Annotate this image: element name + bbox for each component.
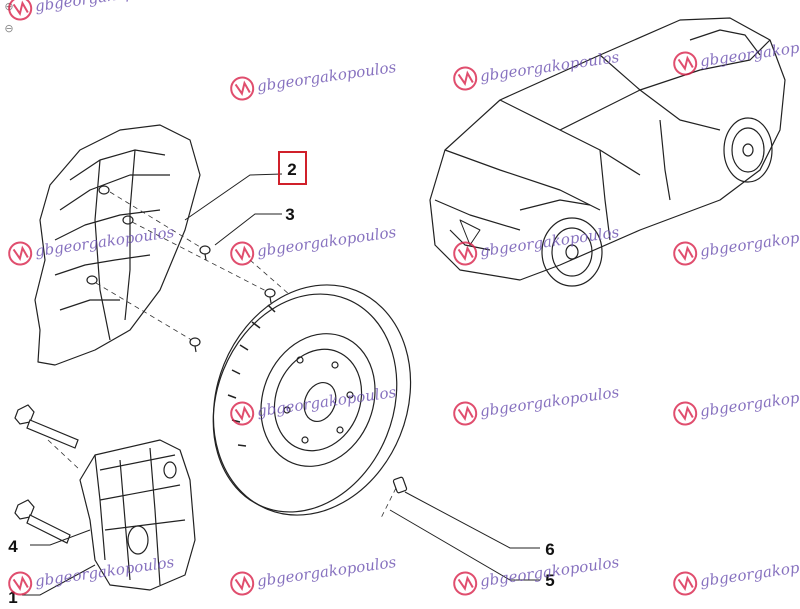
watermark-text: gbgeorgakopoulos — [479, 383, 621, 420]
brake-caliper-part — [79, 439, 196, 591]
car-illustration — [429, 17, 786, 287]
watermark-text: gbgeorgakopoulos — [699, 553, 800, 590]
watermark-logo: gbgeorgakopoulos — [673, 223, 800, 266]
alignment-lines — [47, 191, 401, 521]
callout-2[interactable]: 2 — [287, 160, 296, 179]
watermark-logo: gbgeorgakopoulos — [673, 383, 800, 426]
zoom-out-icon[interactable]: ⊖ — [4, 22, 14, 35]
watermark-text: gbgeorgakopoulos — [34, 0, 176, 15]
watermark-logo: gbgeorgakopoulos — [453, 48, 621, 91]
callout-1[interactable]: 1 — [8, 588, 17, 607]
watermark-logo: gbgeorgakopoulos — [230, 223, 398, 266]
caliper-bolt-upper — [14, 404, 79, 449]
watermark-logo: gbgeorgakopoulos — [673, 553, 800, 596]
callout-5[interactable]: 5 — [545, 571, 554, 590]
watermark-text: gbgeorgakopoulos — [699, 223, 800, 260]
watermark-logo: gbgeorgakopoulos — [453, 223, 621, 266]
callout-3[interactable]: 3 — [285, 205, 294, 224]
callout-2-highlight-box — [278, 151, 307, 185]
watermark-logo: gbgeorgakopoulos — [453, 383, 621, 426]
watermark-text: gbgeorgakopoulos — [256, 553, 398, 590]
watermark-logo: gbgeorgakopoulos — [453, 553, 621, 596]
watermark-text: gbgeorgakopoulos — [479, 48, 621, 85]
watermark-logo: gbgeorgakopoulos — [230, 58, 398, 101]
watermark-text: gbgeorgakopoulos — [699, 383, 800, 420]
watermark-text: gbgeorgakopoulos — [699, 33, 800, 70]
watermark-logo: gbgeorgakopoulos — [230, 553, 398, 596]
caliper-bolts — [14, 404, 79, 544]
leader-lines — [22, 173, 540, 596]
callout-4[interactable]: 4 — [8, 537, 18, 556]
watermark-text: gbgeorgakopoulos — [34, 223, 176, 260]
disc-screw-part — [392, 476, 408, 494]
brake-disc-part — [212, 284, 412, 516]
splash-shield-part — [34, 124, 201, 366]
watermark-logo: gbgeorgakopoulos — [8, 0, 176, 21]
shield-bolts — [189, 245, 276, 353]
watermark-text: gbgeorgakopoulos — [256, 58, 398, 95]
watermark-logo: gbgeorgakopoulos — [8, 223, 176, 266]
watermark-text: gbgeorgakopoulos — [256, 223, 398, 260]
caliper-bolt-lower — [14, 499, 71, 544]
callout-6[interactable]: 6 — [545, 540, 554, 559]
